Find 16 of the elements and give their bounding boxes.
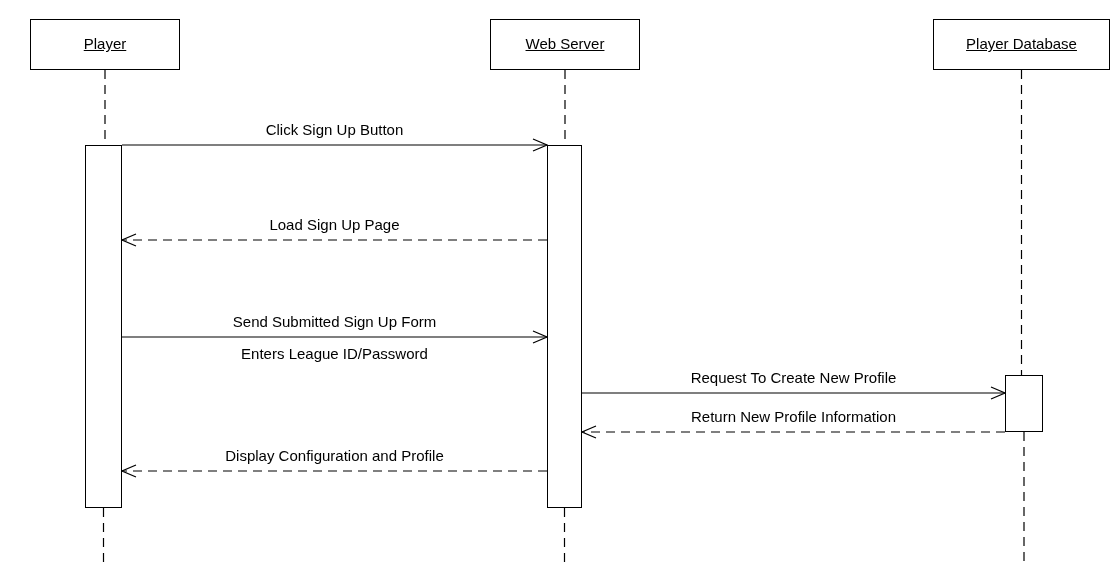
message-arrow — [121, 464, 548, 478]
participant-name: Web Server — [525, 34, 605, 55]
participant-name: Player Database — [966, 34, 1077, 55]
participant-box — [490, 19, 640, 70]
message-arrow — [121, 233, 548, 247]
message-arrow — [121, 138, 548, 152]
activation-bar — [547, 145, 582, 508]
message-arrow — [581, 425, 1006, 439]
participant-name: Player — [83, 34, 127, 55]
message-arrow — [121, 330, 548, 344]
lifeline — [1020, 69, 1023, 376]
activation-bar — [1005, 375, 1043, 432]
activation-bar — [85, 145, 122, 508]
message-arrow — [581, 386, 1006, 400]
participant-box — [30, 19, 180, 70]
participant-box — [933, 19, 1110, 70]
